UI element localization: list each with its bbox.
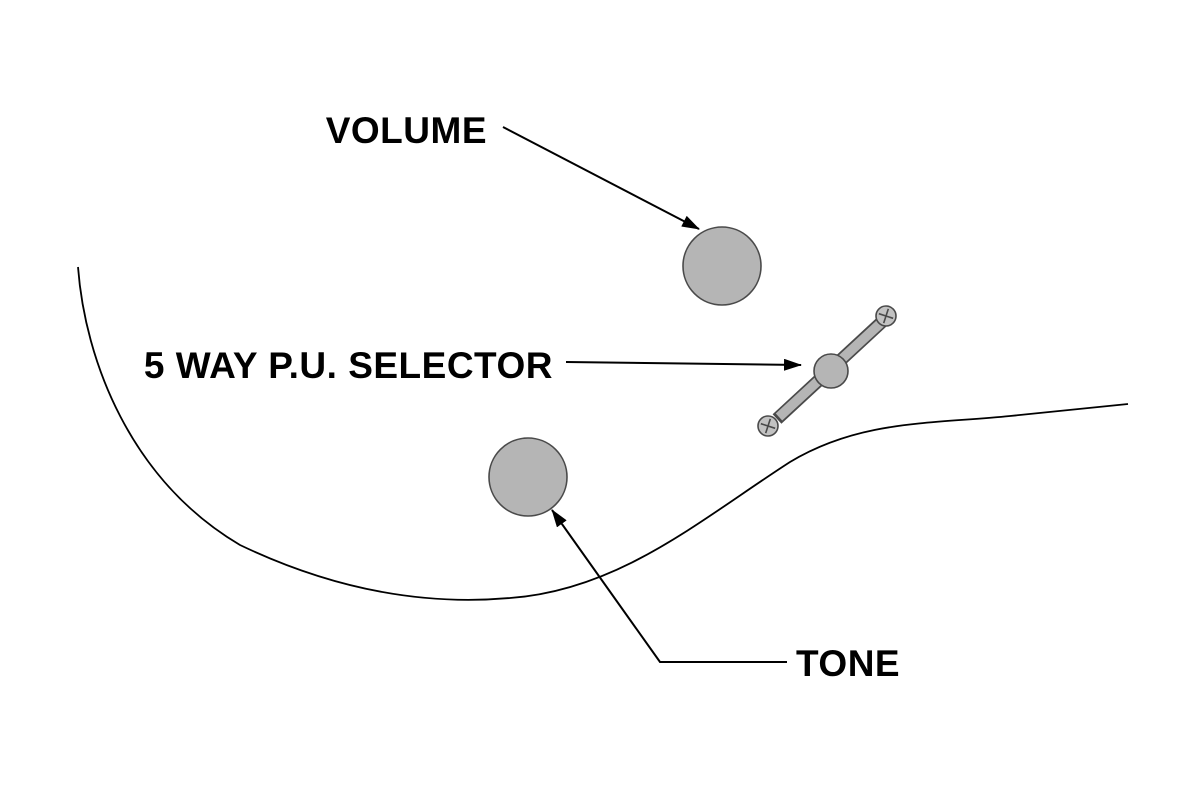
selector-pivot-circle (813, 353, 849, 389)
tone-knob-circle (488, 437, 568, 517)
tone-arrow (551, 509, 787, 663)
tone-label: TONE (796, 643, 900, 684)
tone-knob (488, 437, 568, 517)
guitar-body-outline (77, 266, 1129, 601)
selector-label: 5 WAY P.U. SELECTOR (144, 345, 553, 386)
selector-arrow (565, 358, 802, 371)
volume-knob-circle (682, 226, 762, 306)
volume-knob (682, 226, 762, 306)
selector-screw-bottom (757, 415, 779, 437)
screw-cross-icon (760, 418, 776, 434)
selector-screw-top (875, 305, 897, 327)
screw-cross-icon (878, 308, 894, 324)
volume-label: VOLUME (326, 110, 487, 151)
pickup-selector-switch (757, 305, 897, 437)
volume-arrow (502, 126, 700, 230)
